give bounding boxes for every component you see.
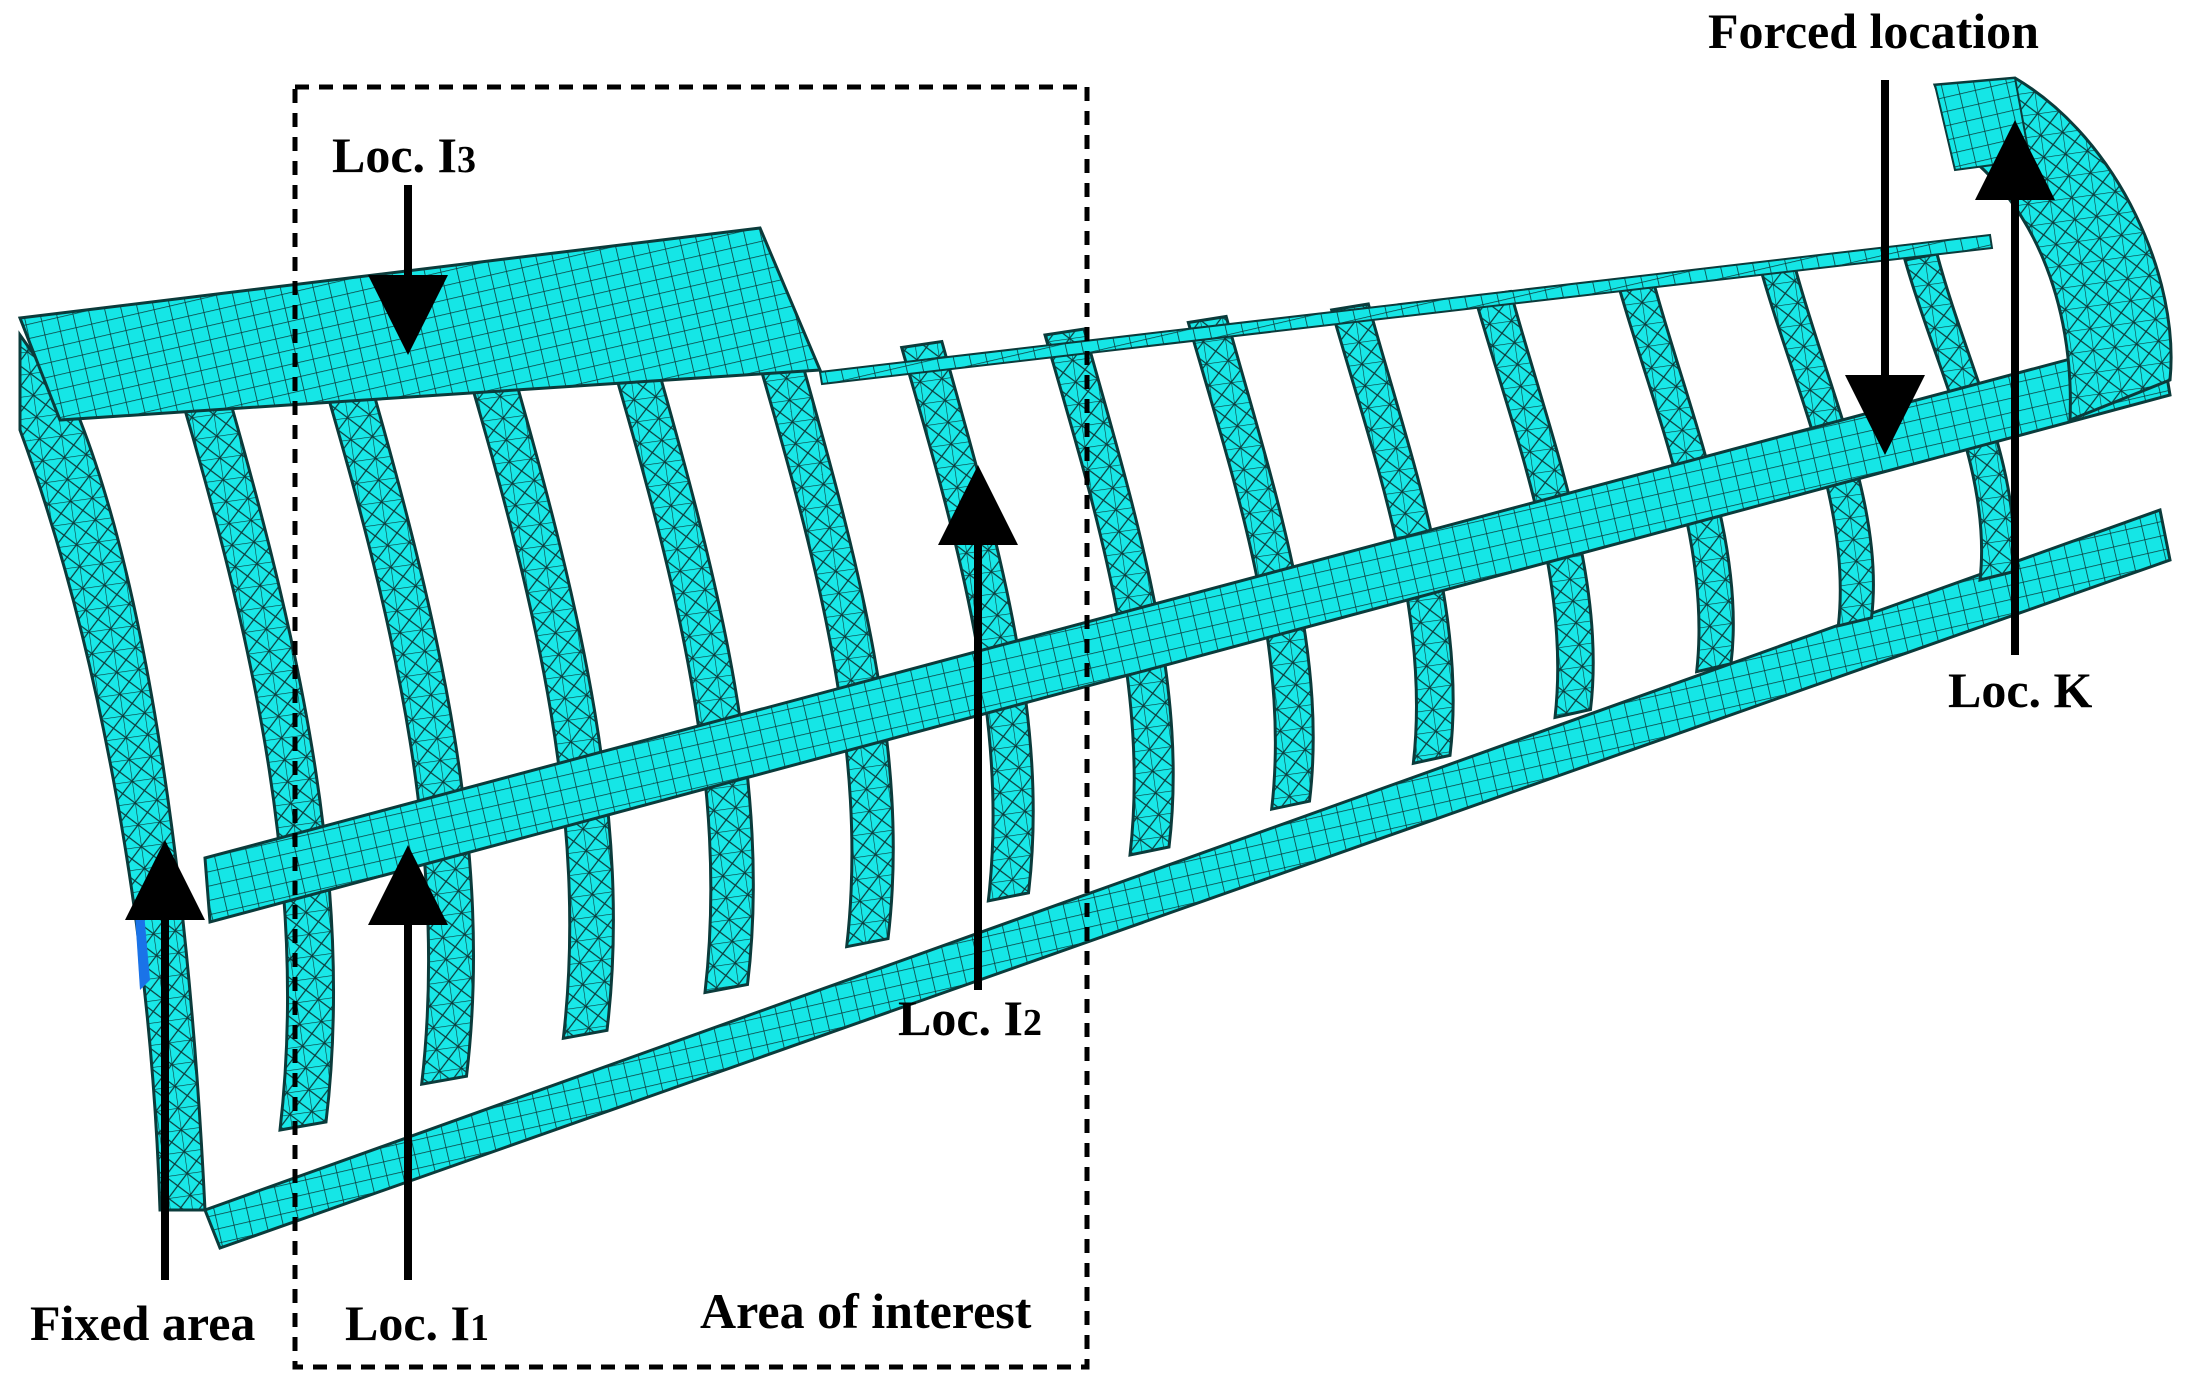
- rib-6: [899, 339, 1035, 903]
- root-rib: [18, 330, 207, 1212]
- label-fixed-area: Fixed area: [30, 1295, 255, 1351]
- label-loc-i1: Loc. I1: [345, 1295, 489, 1351]
- label-loc-i3: Loc. I3: [332, 127, 476, 183]
- lower-skin: [203, 508, 2172, 1250]
- rib-5: [756, 352, 895, 949]
- fixed-bc-marker: [135, 912, 150, 990]
- rib-2: [326, 389, 476, 1087]
- rib-9: [1329, 302, 1455, 766]
- label-forced-location: Forced location: [1708, 3, 2039, 59]
- rib-3: [469, 377, 615, 1041]
- label-loc-k: Loc. K: [1948, 662, 2093, 718]
- wing-ribs: [183, 252, 2016, 1132]
- rib-8: [1186, 314, 1315, 812]
- leading-edge-strip: [818, 233, 1994, 386]
- tip-upper-panel: [1933, 76, 2032, 172]
- rib-4: [613, 364, 755, 995]
- rib-1: [183, 402, 336, 1132]
- rib-10: [1473, 289, 1595, 720]
- rib-11: [1616, 277, 1735, 674]
- rib-7: [1043, 327, 1175, 857]
- area-of-interest-box: [292, 84, 1090, 1370]
- upper-skin-panel: [17, 226, 823, 422]
- label-area-of-interest: Area of interest: [700, 1283, 1032, 1339]
- label-loc-i2: Loc. I2: [898, 990, 1042, 1046]
- main-spar: [203, 333, 2172, 924]
